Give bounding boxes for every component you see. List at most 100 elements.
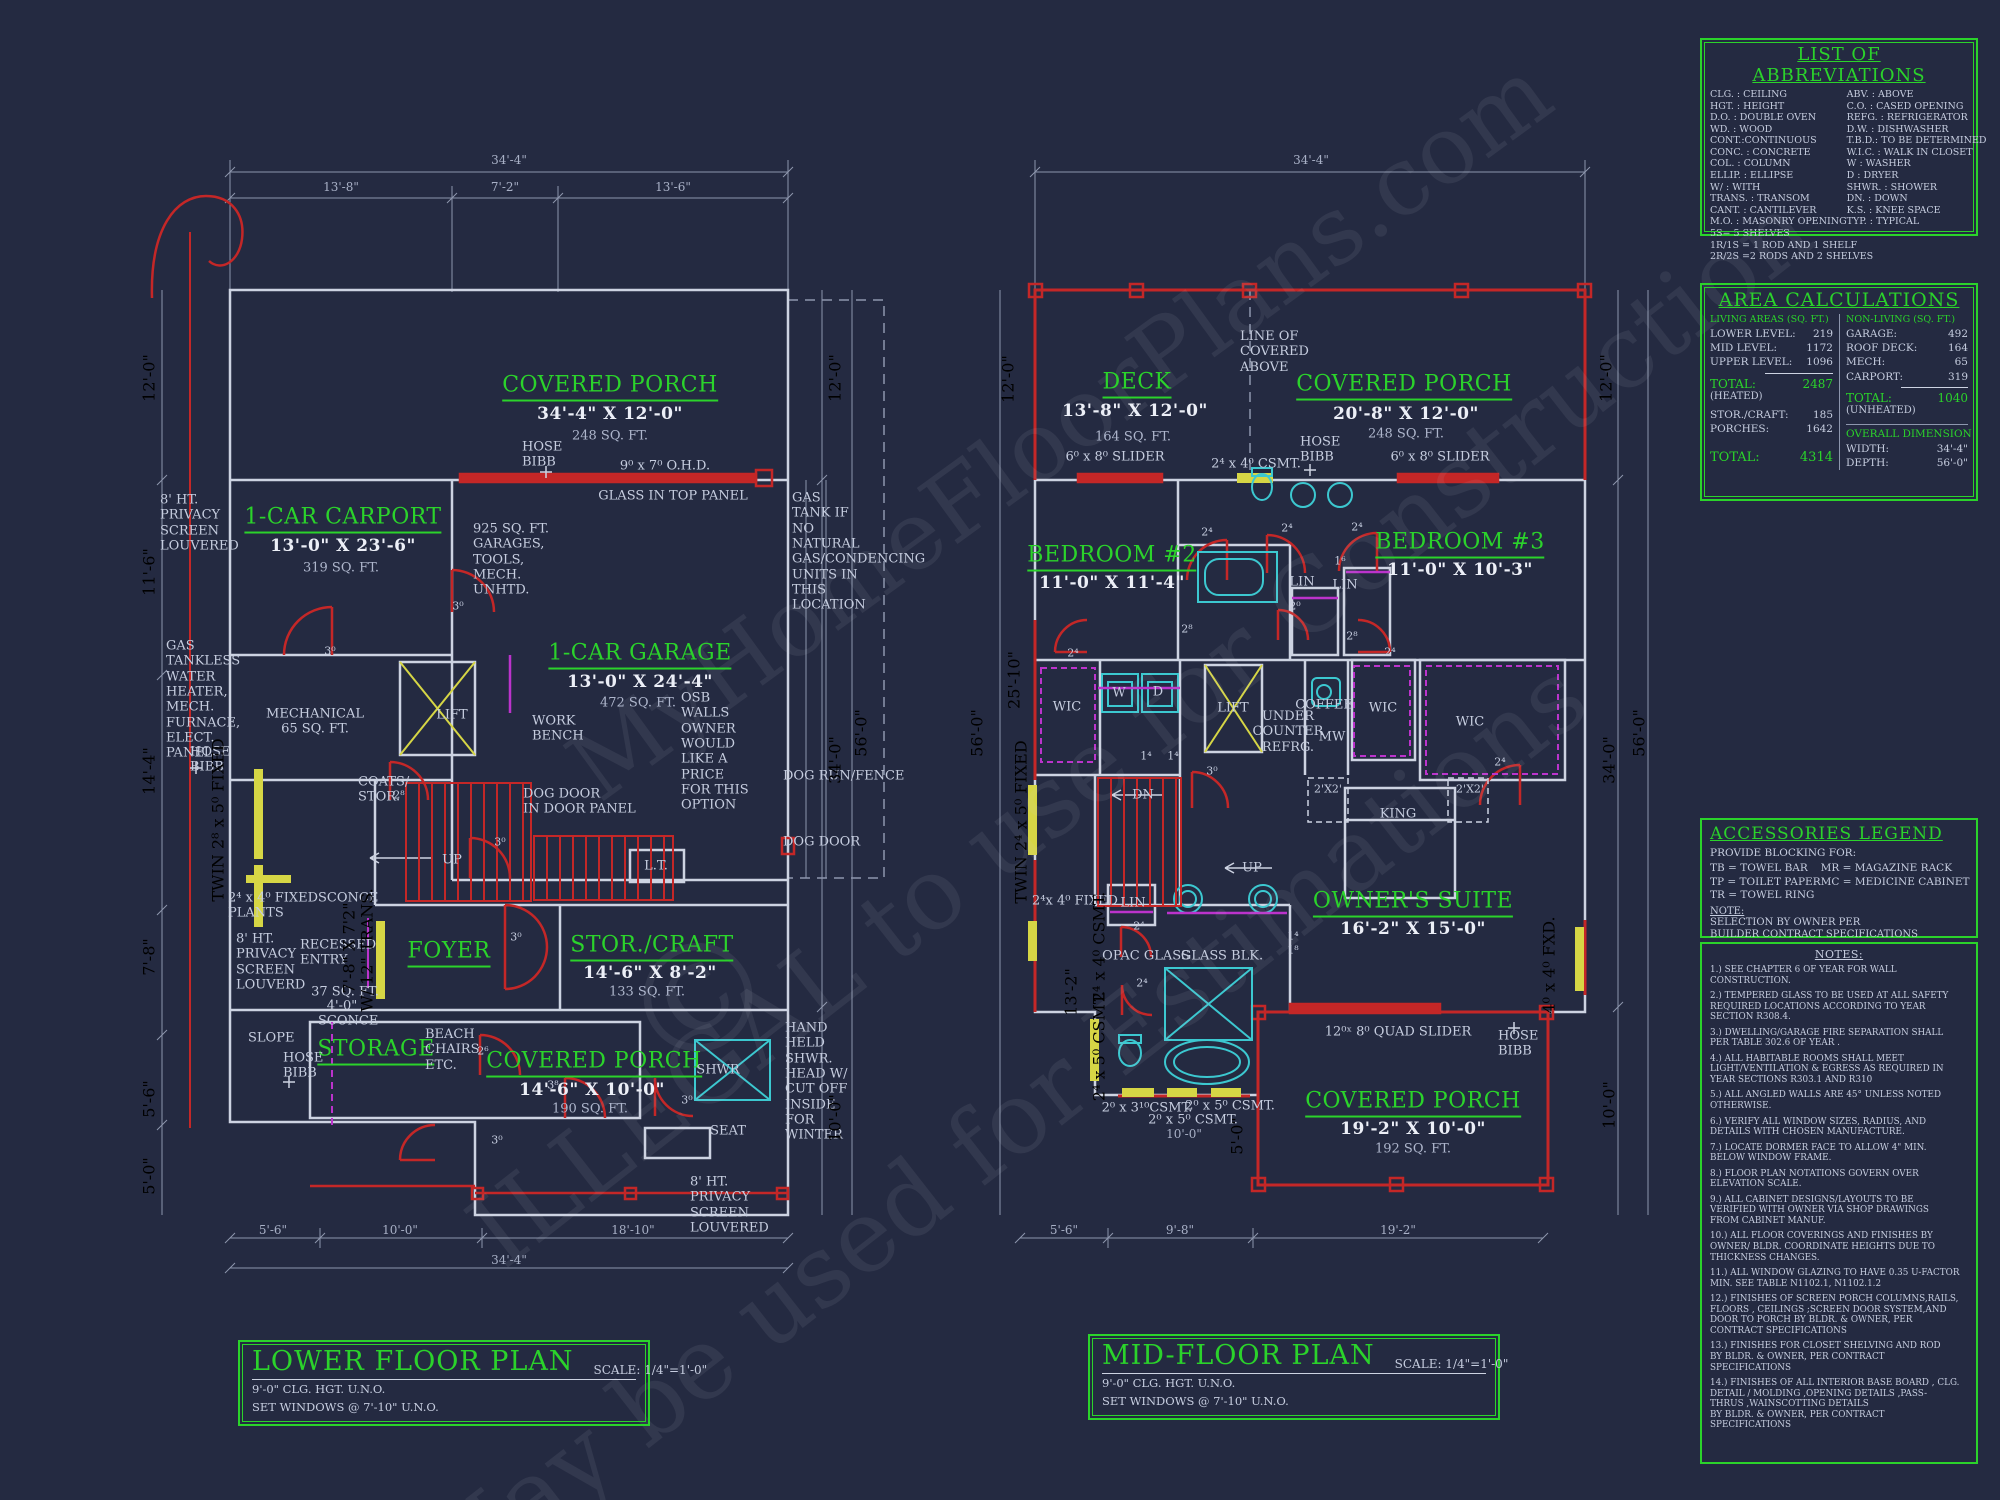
plan-label: UP	[1242, 860, 1262, 876]
plan-label: 2⁴	[1067, 646, 1079, 660]
plan-label: 37 SQ. FT.	[311, 984, 379, 1000]
plan-label: 3⁰	[681, 1093, 693, 1107]
plan-label: 472 SQ. FT.	[599, 695, 677, 711]
plan-label: 190 SQ. FT.	[551, 1101, 629, 1117]
list-item: K.S. : KNEE SPACE	[1846, 204, 1941, 216]
list-item: MC = MEDICINE CABINET	[1820, 875, 1970, 888]
plan-label: 5'-0"	[139, 1157, 159, 1195]
lower-floor-plan-title: LOWER FLOOR PLAN	[252, 1346, 574, 1377]
plan-label: WIC	[1455, 714, 1485, 730]
plan-label: 11'-6"	[139, 548, 159, 596]
plan-label: BEDROOM #3	[1375, 530, 1545, 559]
unheated-total-value: 1040	[1937, 390, 1968, 405]
list-item: 4.) ALL HABITABLE ROOMS SHALL MEET LIGHT…	[1710, 1053, 1944, 1085]
plan-label: 13'-0" X 23'-6"	[270, 535, 416, 556]
plan-label: COATS/ STOR.	[358, 774, 410, 805]
plan-label: LINE OF COVERED ABOVE	[1240, 329, 1309, 375]
nonliving-header: NON-LIVING (SQ. FT.)	[1846, 314, 1956, 325]
plan-label: 3⁰	[452, 599, 464, 613]
plan-label: STOR./CRAFT	[570, 933, 734, 962]
list-item: 2.) TEMPERED GLASS TO BE USED AT ALL SAF…	[1710, 991, 1949, 1023]
plan-label: 16'-2" X 15'-0"	[1340, 918, 1486, 939]
plan-label: 2⁸	[393, 788, 405, 802]
list-item: 3.) DWELLING/GARAGE FIRE SEPARATION SHAL…	[1710, 1027, 1944, 1049]
plan-label: 6⁰ x 8⁰ SLIDER	[1390, 449, 1490, 465]
notes-box: NOTES: 1.) SEE CHAPTER 6 OF YEAR FOR WAL…	[1700, 942, 1978, 1464]
plan-label: 10'-0"	[825, 1094, 845, 1142]
mid-windows-note: SET WINDOWS @ 7'-10" U.N.O.	[1102, 1393, 1289, 1408]
grand-total-label: TOTAL:	[1710, 449, 1760, 465]
abbreviations-title: LIST OF ABBREVIATIONS	[1752, 44, 1926, 86]
unheated-total-label: TOTAL:	[1846, 390, 1892, 405]
plan-label: 1⁴	[1167, 749, 1179, 763]
plan-label: 14'-6" X 10'-0"	[519, 1079, 665, 1100]
list-item: M.O. : MASONRY OPENING	[1710, 216, 1847, 228]
plan-label: 8' HT. PRIVACY SCREEN LOUVERD	[236, 931, 306, 993]
plan-label: 319 SQ. FT.	[302, 560, 380, 576]
plan-label: COVERED PORCH	[1305, 1089, 1521, 1118]
plan-label: 2⁴ x 4⁰ CSMT.	[1211, 456, 1301, 472]
plan-label: 34'-4" X 12'-0"	[537, 403, 683, 424]
plan-label: KING	[1379, 806, 1417, 822]
plan-label: 7'-8"	[139, 938, 159, 976]
list-item: TP = TOILET PAPER	[1710, 875, 1821, 888]
lower-floor-plan-scale: SCALE: 1/4"=1'-0"	[593, 1363, 708, 1377]
plan-label: OWNER'S SUITE	[1312, 889, 1514, 918]
plan-label: 12'-0"	[998, 355, 1018, 403]
plan-label: 3⁰	[510, 930, 522, 944]
plan-label: DECK	[1102, 370, 1172, 399]
list-item: TYP. : TYPICAL	[1846, 216, 1920, 228]
list-item: 8.) FLOOR PLAN NOTATIONS GOVERN OVER ELE…	[1710, 1168, 1919, 1190]
list-item: 11.) ALL WINDOW GLAZING TO HAVE 0.35 U-F…	[1710, 1268, 1960, 1289]
notes-title: NOTES:	[1814, 948, 1864, 961]
list-item: SHWR. : SHOWER	[1846, 181, 1938, 193]
list-item: WIDTH:34'-4"	[1846, 442, 1968, 455]
plan-label: 133 SQ. FT.	[608, 984, 686, 1000]
plan-label: 34'-4"	[1293, 152, 1329, 167]
plan-label: 1⁶	[1334, 554, 1346, 568]
plan-label: WIC	[1052, 699, 1082, 715]
closet-shelving	[331, 570, 1559, 1128]
plan-label: SLOPE	[248, 1030, 295, 1046]
plan-label: GAS TANK IF NO NATURAL GAS/CONDENCING UN…	[792, 490, 926, 613]
list-item: HGT. : HEIGHT	[1710, 100, 1785, 112]
plan-label: 2⁶	[477, 1044, 489, 1058]
plan-label: 2⁸	[1346, 629, 1358, 643]
list-item: MR = MAGAZINE RACK	[1820, 862, 1953, 874]
plan-label: WIC	[1368, 700, 1398, 716]
list-item: C.O. : CASED OPENING	[1846, 100, 1964, 112]
plan-label: L.T.	[644, 858, 668, 874]
plan-label: 19'-2"	[1380, 1222, 1416, 1237]
plan-label: TWIN 2⁸ x 5⁰ FIXED	[208, 738, 228, 902]
overall-dimension-rows: WIDTH:34'-4"DEPTH:56'-0"	[1846, 442, 1968, 470]
plan-label: LIFT	[436, 707, 468, 723]
plan-label: 2⁴ x 4⁰ CSMT.	[1089, 891, 1109, 1003]
mid-floor-plan-title-block: MID-FLOOR PLAN SCALE: 1/4"=1'-0" 9'-0" C…	[1088, 1334, 1508, 1420]
plan-label: 10'-0"	[382, 1222, 418, 1237]
plan-label: 18'-10"	[611, 1222, 655, 1237]
notes-list: 1.) SEE CHAPTER 6 OF YEAR FOR WALL CONST…	[1710, 965, 1968, 1431]
living-areas-header: LIVING AREAS (SQ. FT.)	[1710, 314, 1829, 325]
plan-label: 13'-2"	[1061, 968, 1081, 1016]
plan-label: 56'-0"	[967, 709, 987, 757]
list-item: 13.) FINISHES FOR CLOSET SHELVING AND RO…	[1710, 1341, 1941, 1373]
list-item: STOR./CRAFT:185	[1710, 408, 1833, 421]
list-item: T.B.D.: TO BE DETERMINED	[1846, 135, 1987, 147]
plan-label: 1-CAR GARAGE	[548, 641, 732, 670]
plan-label: 248 SQ. FT.	[571, 428, 649, 444]
plan-label: BEDROOM #2	[1027, 543, 1197, 572]
list-item: 1R/1S = 1 ROD AND 1 SHELF	[1710, 239, 1858, 251]
plan-label: 2⁴	[1201, 525, 1213, 539]
plan-label: 20'-8" X 12'-0"	[1333, 403, 1479, 424]
plan-label: HOSE BIBB	[190, 744, 231, 775]
list-item: 10.) ALL FLOOR COVERINGS AND FINISHES BY…	[1710, 1231, 1936, 1263]
red-walls-doors	[150, 194, 1593, 1201]
